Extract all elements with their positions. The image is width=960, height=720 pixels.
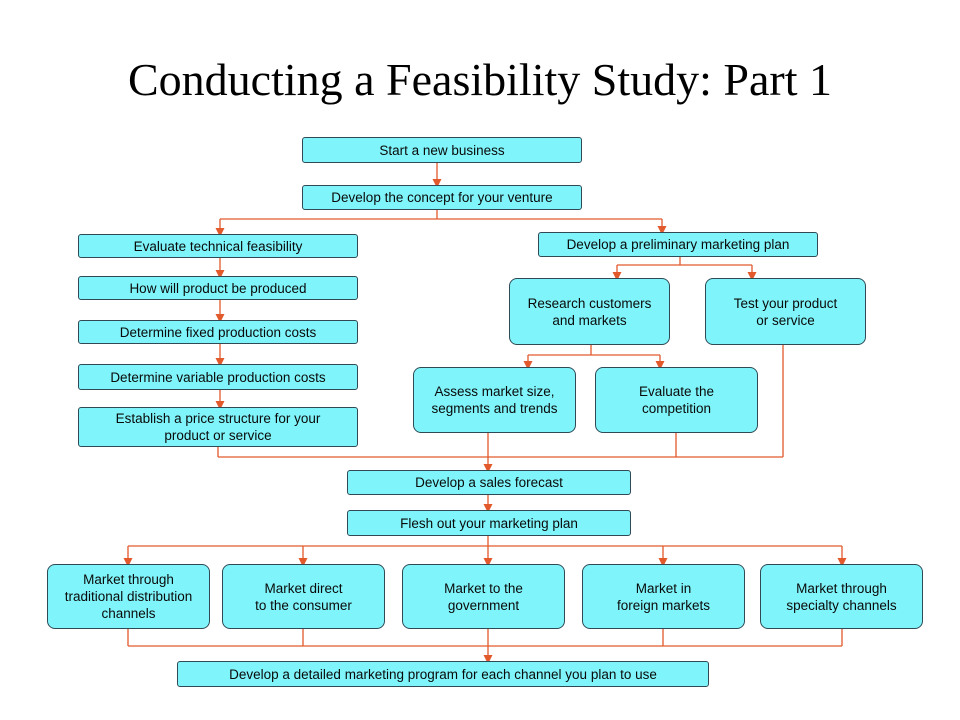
- slide-title: Conducting a Feasibility Study: Part 1: [127, 54, 833, 105]
- box-sales-forecast: Develop a sales forecast: [347, 470, 631, 495]
- box-variable-production-costs: Determine variable production costs: [78, 364, 358, 390]
- box-evaluate-technical-feasibility: Evaluate technical feasibility: [78, 234, 358, 258]
- box-market-government: Market to the government: [402, 564, 565, 629]
- box-evaluate-competition: Evaluate the competition: [595, 367, 758, 433]
- box-detailed-marketing-program: Develop a detailed marketing program for…: [177, 661, 709, 687]
- box-price-structure: Establish a price structure for your pro…: [78, 407, 358, 447]
- box-preliminary-marketing-plan: Develop a preliminary marketing plan: [538, 232, 818, 257]
- box-flesh-out-marketing-plan: Flesh out your marketing plan: [347, 510, 631, 536]
- box-develop-concept: Develop the concept for your venture: [302, 185, 582, 210]
- box-test-product: Test your product or service: [705, 278, 866, 345]
- box-market-foreign: Market in foreign markets: [582, 564, 745, 629]
- box-how-product-produced: How will product be produced: [78, 276, 358, 300]
- box-market-direct-consumer: Market direct to the consumer: [222, 564, 385, 629]
- box-market-traditional-distribution: Market through traditional distribution …: [47, 564, 210, 629]
- box-market-specialty-channels: Market through specialty channels: [760, 564, 923, 629]
- box-assess-market-size: Assess market size, segments and trends: [413, 367, 576, 433]
- box-fixed-production-costs: Determine fixed production costs: [78, 320, 358, 344]
- box-research-customers: Research customers and markets: [509, 278, 670, 345]
- box-start-new-business: Start a new business: [302, 137, 582, 163]
